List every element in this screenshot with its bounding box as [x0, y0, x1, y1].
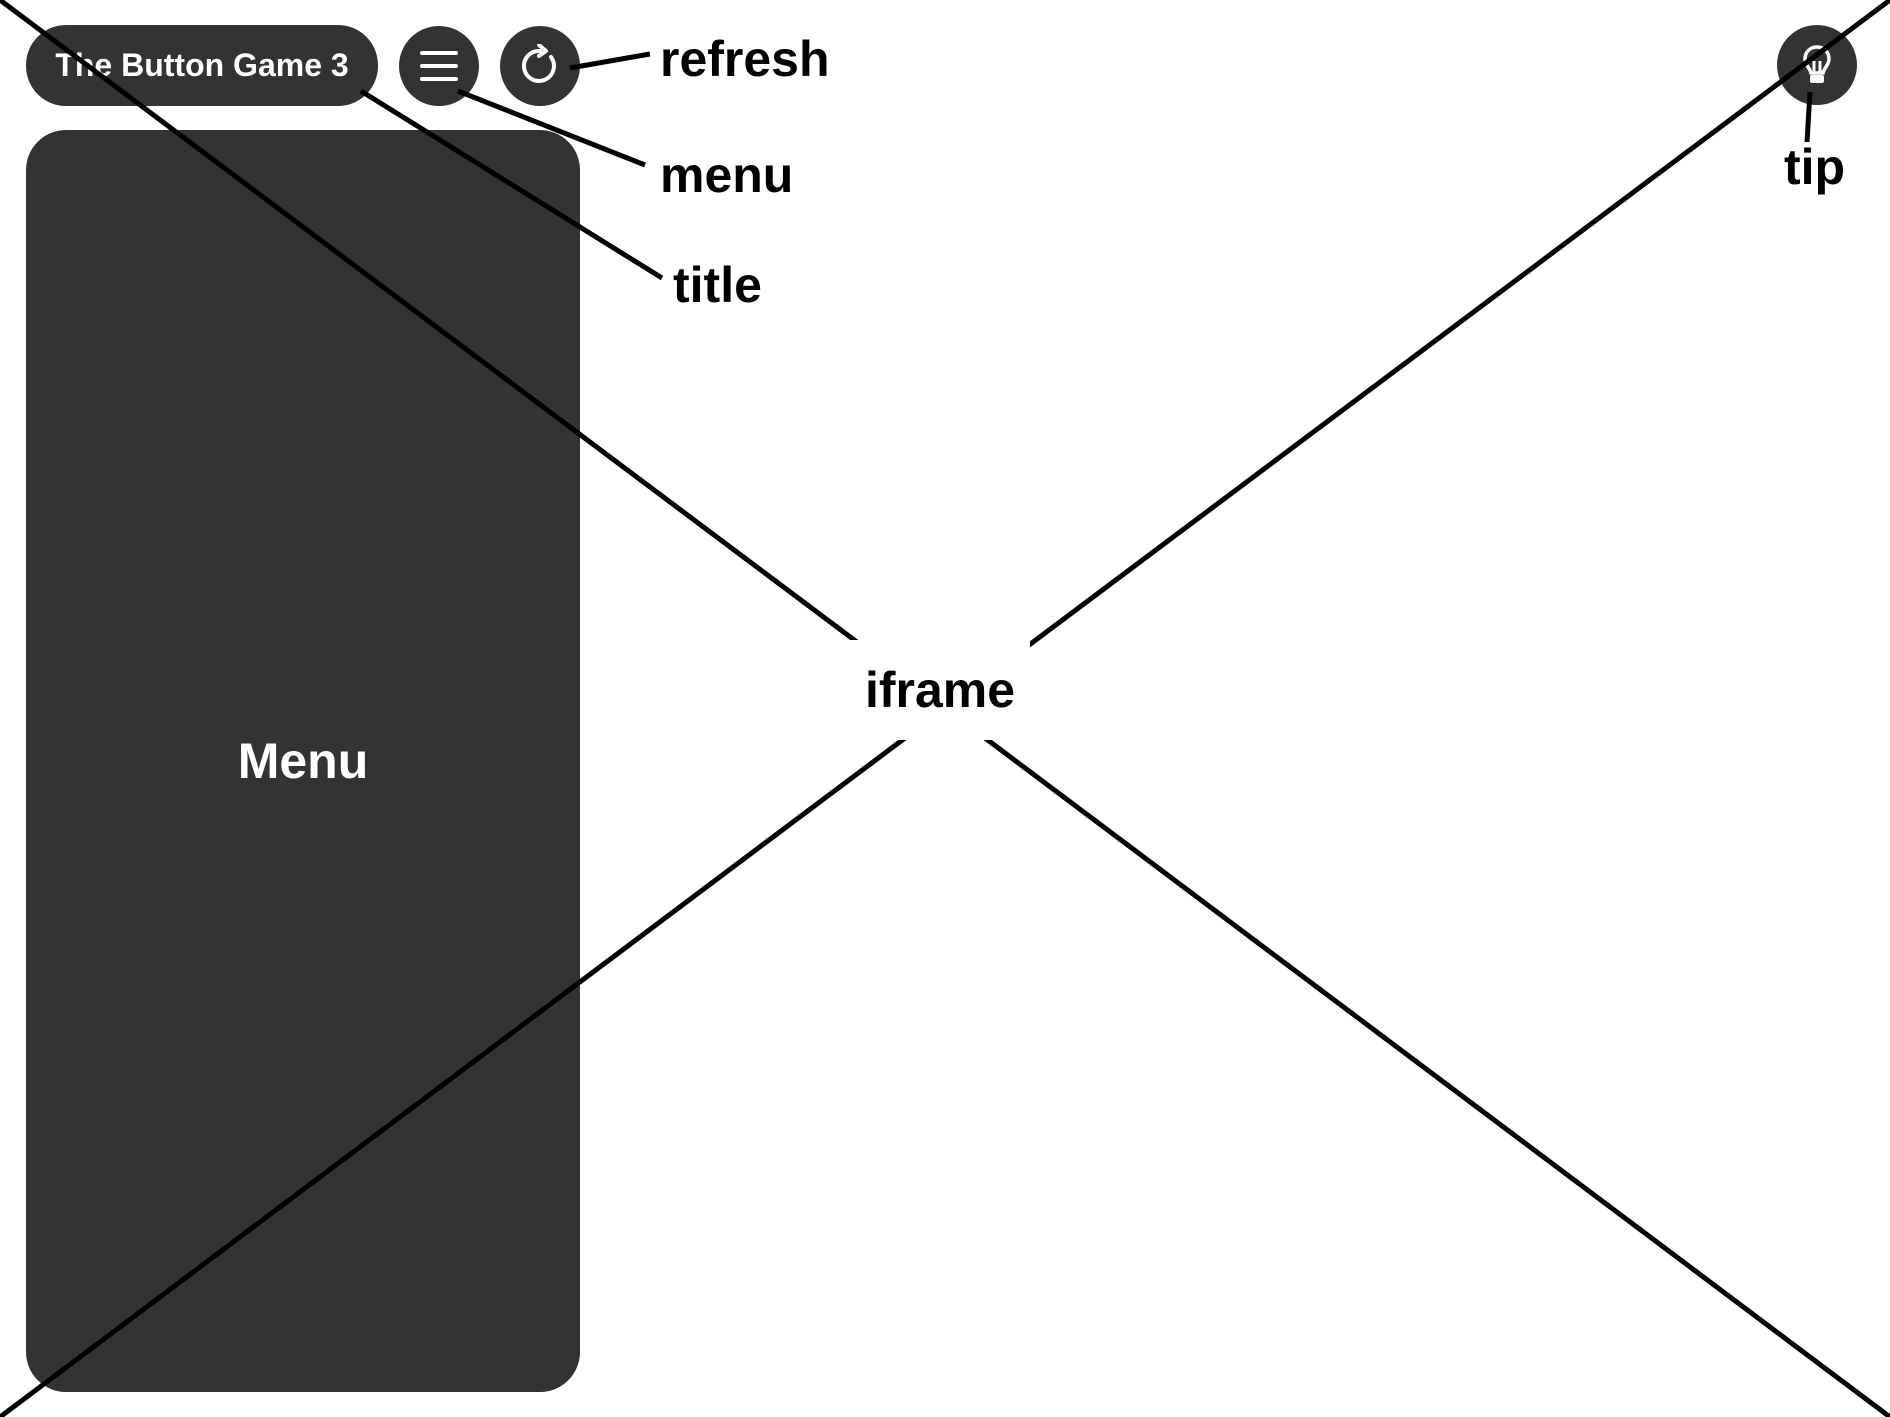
- tip-button[interactable]: [1777, 25, 1857, 105]
- cross-line-top-right: [943, 0, 1890, 711]
- callout-title: title: [673, 257, 762, 313]
- callout-refresh: refresh: [660, 31, 830, 87]
- title-pill: The Button Game 3: [26, 25, 378, 106]
- menu-panel-label: Menu: [237, 733, 369, 789]
- callout-menu: menu: [660, 147, 794, 203]
- app-title: The Button Game 3: [55, 47, 349, 83]
- iframe-label: iframe: [864, 662, 1016, 718]
- refresh-icon: [521, 44, 556, 83]
- iframe-placeholder: iframe: [850, 640, 1030, 740]
- leader-refresh: [569, 51, 651, 71]
- menu-panel: Menu: [26, 130, 580, 1392]
- cross-line-bottom-right: [943, 706, 1890, 1417]
- refresh-button[interactable]: [500, 26, 580, 106]
- hamburger-menu-icon: [420, 51, 458, 81]
- lightbulb-icon: [1803, 45, 1831, 83]
- menu-button[interactable]: [399, 26, 479, 106]
- callout-tip: tip: [1784, 139, 1846, 195]
